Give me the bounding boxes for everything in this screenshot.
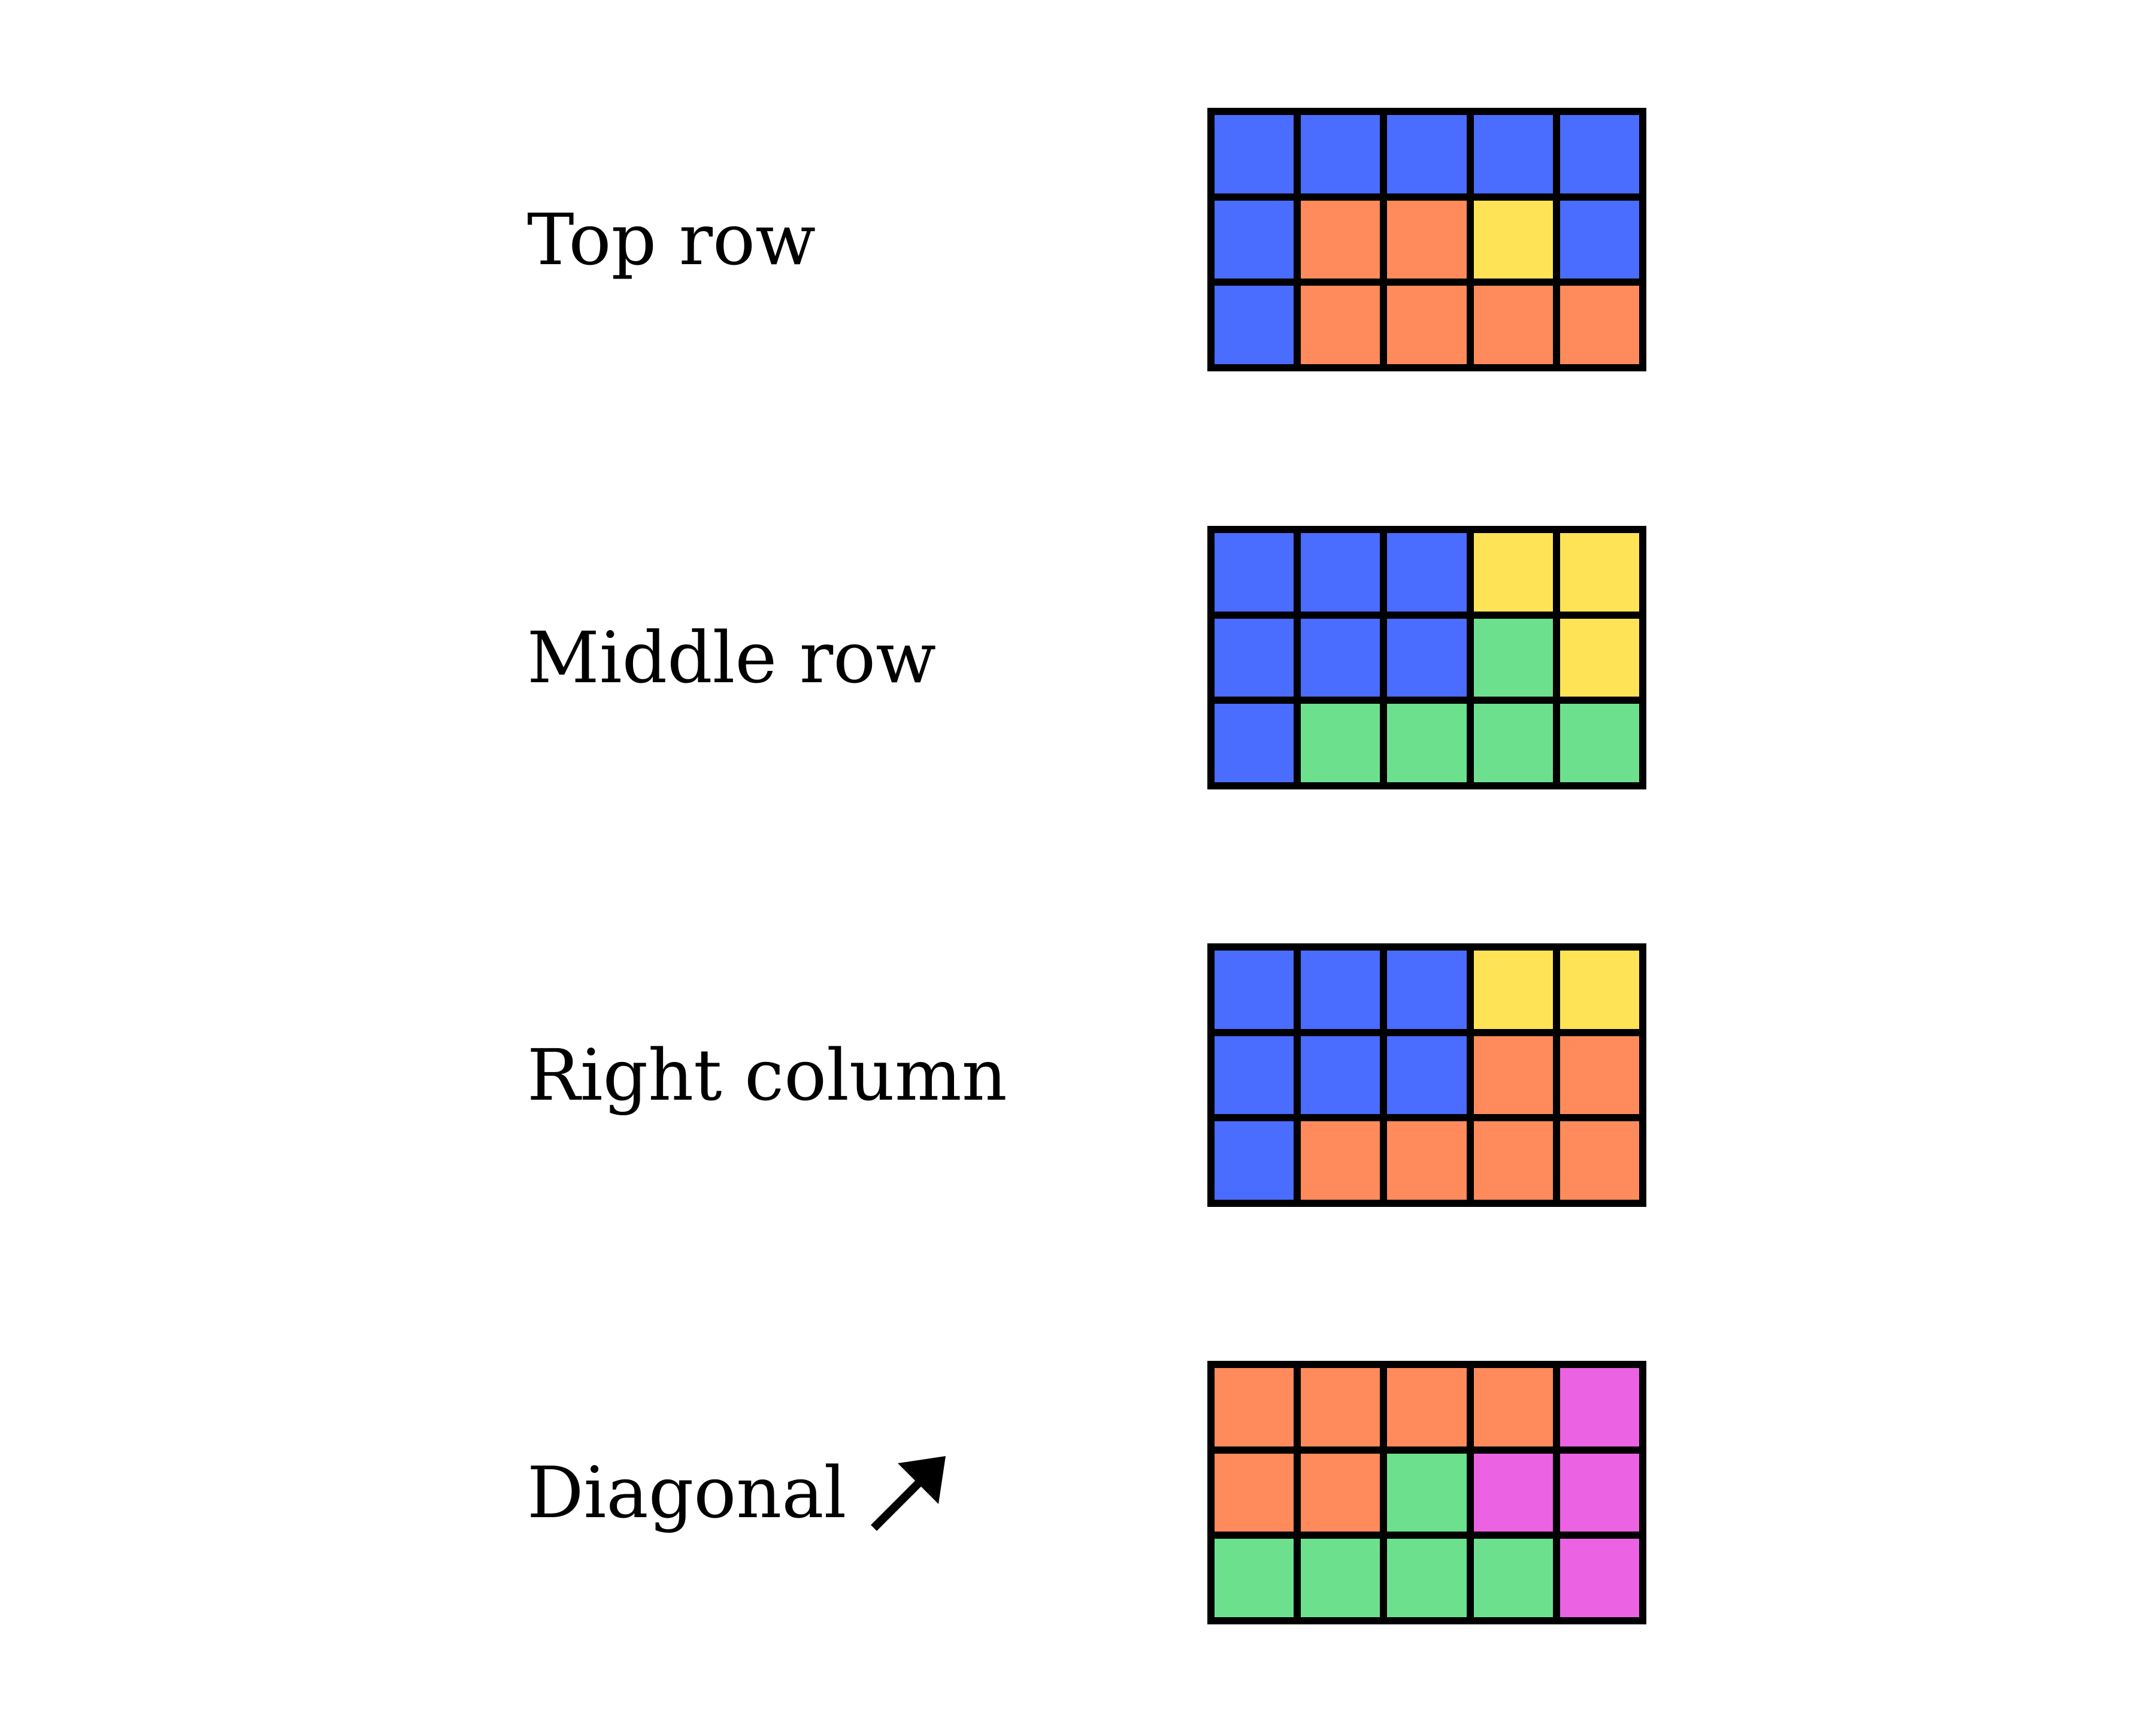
grid-cell-blue bbox=[1387, 618, 1467, 697]
color-grid bbox=[1207, 1361, 1646, 1624]
grid-cell-green bbox=[1473, 1539, 1553, 1617]
panel-label-text: Top row bbox=[527, 198, 816, 281]
color-grid bbox=[1207, 526, 1646, 789]
grid-cell-blue bbox=[1387, 951, 1467, 1029]
grid-cell-blue bbox=[1560, 115, 1639, 193]
grid-cell-orange bbox=[1560, 286, 1639, 364]
grid-cell-green bbox=[1473, 704, 1553, 782]
grid-cell-blue bbox=[1301, 618, 1380, 697]
grid-cell-blue bbox=[1215, 115, 1294, 193]
grid-cell-orange bbox=[1301, 1121, 1380, 1200]
grid-cell-orange bbox=[1387, 1121, 1467, 1200]
grid-cell-green bbox=[1560, 704, 1639, 782]
panel-label: Top row bbox=[527, 108, 816, 371]
grid-cell-orange bbox=[1387, 200, 1467, 279]
panel-top-row: Top row bbox=[0, 108, 2156, 371]
grid-cell-blue bbox=[1301, 533, 1380, 612]
grid-cell-blue bbox=[1215, 1036, 1294, 1115]
grid-cell-green bbox=[1301, 704, 1380, 782]
grid-cell-green bbox=[1387, 704, 1467, 782]
panel-middle-row: Middle row bbox=[0, 526, 2156, 789]
grid-cell-green bbox=[1301, 1539, 1380, 1617]
panel-label-text: Diagonal bbox=[527, 1451, 847, 1534]
grid-cell-blue bbox=[1301, 1036, 1380, 1115]
grid-cell-orange bbox=[1215, 1453, 1294, 1532]
grid-cell-yellow bbox=[1560, 951, 1639, 1029]
grid-cell-blue bbox=[1473, 115, 1553, 193]
panel-label: Diagonal bbox=[527, 1361, 947, 1624]
grid-cell-blue bbox=[1387, 533, 1467, 612]
panel-label-text: Right column bbox=[527, 1034, 1007, 1116]
grid-cell-blue bbox=[1215, 704, 1294, 782]
grid-cell-blue bbox=[1301, 951, 1380, 1029]
grid-cell-blue bbox=[1215, 286, 1294, 364]
panel-label: Right column bbox=[527, 943, 1007, 1207]
grid-cell-blue bbox=[1301, 115, 1380, 193]
grid-cell-orange bbox=[1301, 1368, 1380, 1446]
grid-cell-blue bbox=[1560, 200, 1639, 279]
grid-cell-yellow bbox=[1473, 533, 1553, 612]
grid-cell-blue bbox=[1215, 1121, 1294, 1200]
grid-cell-green bbox=[1215, 1539, 1294, 1617]
grid-cell-orange bbox=[1215, 1368, 1294, 1446]
grid-cell-orange bbox=[1301, 1453, 1380, 1532]
grid-cell-orange bbox=[1387, 286, 1467, 364]
grid-cell-blue bbox=[1387, 115, 1467, 193]
grid-cell-orange bbox=[1473, 1121, 1553, 1200]
grid-cell-yellow bbox=[1473, 951, 1553, 1029]
grid-cell-green bbox=[1387, 1453, 1467, 1532]
panel-label: Middle row bbox=[527, 526, 936, 789]
grid-cell-green bbox=[1387, 1539, 1467, 1617]
grid-cell-pink bbox=[1560, 1453, 1639, 1532]
grid-cell-blue bbox=[1215, 951, 1294, 1029]
grid-cell-orange bbox=[1473, 1036, 1553, 1115]
grid-cell-orange bbox=[1301, 286, 1380, 364]
panel-label-text: Middle row bbox=[527, 616, 937, 699]
grid-cell-pink bbox=[1560, 1368, 1639, 1446]
grid-cell-orange bbox=[1473, 286, 1553, 364]
grid-cell-orange bbox=[1560, 1036, 1639, 1115]
grid-cell-pink bbox=[1473, 1453, 1553, 1532]
grid-cell-yellow bbox=[1560, 533, 1639, 612]
grid-cell-orange bbox=[1301, 200, 1380, 279]
grid-cell-blue bbox=[1215, 200, 1294, 279]
color-grid bbox=[1207, 943, 1646, 1207]
grid-cell-blue bbox=[1387, 1036, 1467, 1115]
panel-right-column: Right column bbox=[0, 943, 2156, 1207]
grid-cell-yellow bbox=[1560, 618, 1639, 697]
grid-cell-pink bbox=[1560, 1539, 1639, 1617]
color-grid bbox=[1207, 108, 1646, 371]
grid-cell-orange bbox=[1387, 1368, 1467, 1446]
grid-cell-green bbox=[1473, 618, 1553, 697]
grid-cell-orange bbox=[1473, 1368, 1553, 1446]
arrow-up-right-icon bbox=[869, 1455, 947, 1533]
grid-cell-orange bbox=[1560, 1121, 1639, 1200]
grid-cell-blue bbox=[1215, 533, 1294, 612]
grid-cell-blue bbox=[1215, 618, 1294, 697]
panel-diagonal: Diagonal bbox=[0, 1361, 2156, 1624]
grid-cell-yellow bbox=[1473, 200, 1553, 279]
